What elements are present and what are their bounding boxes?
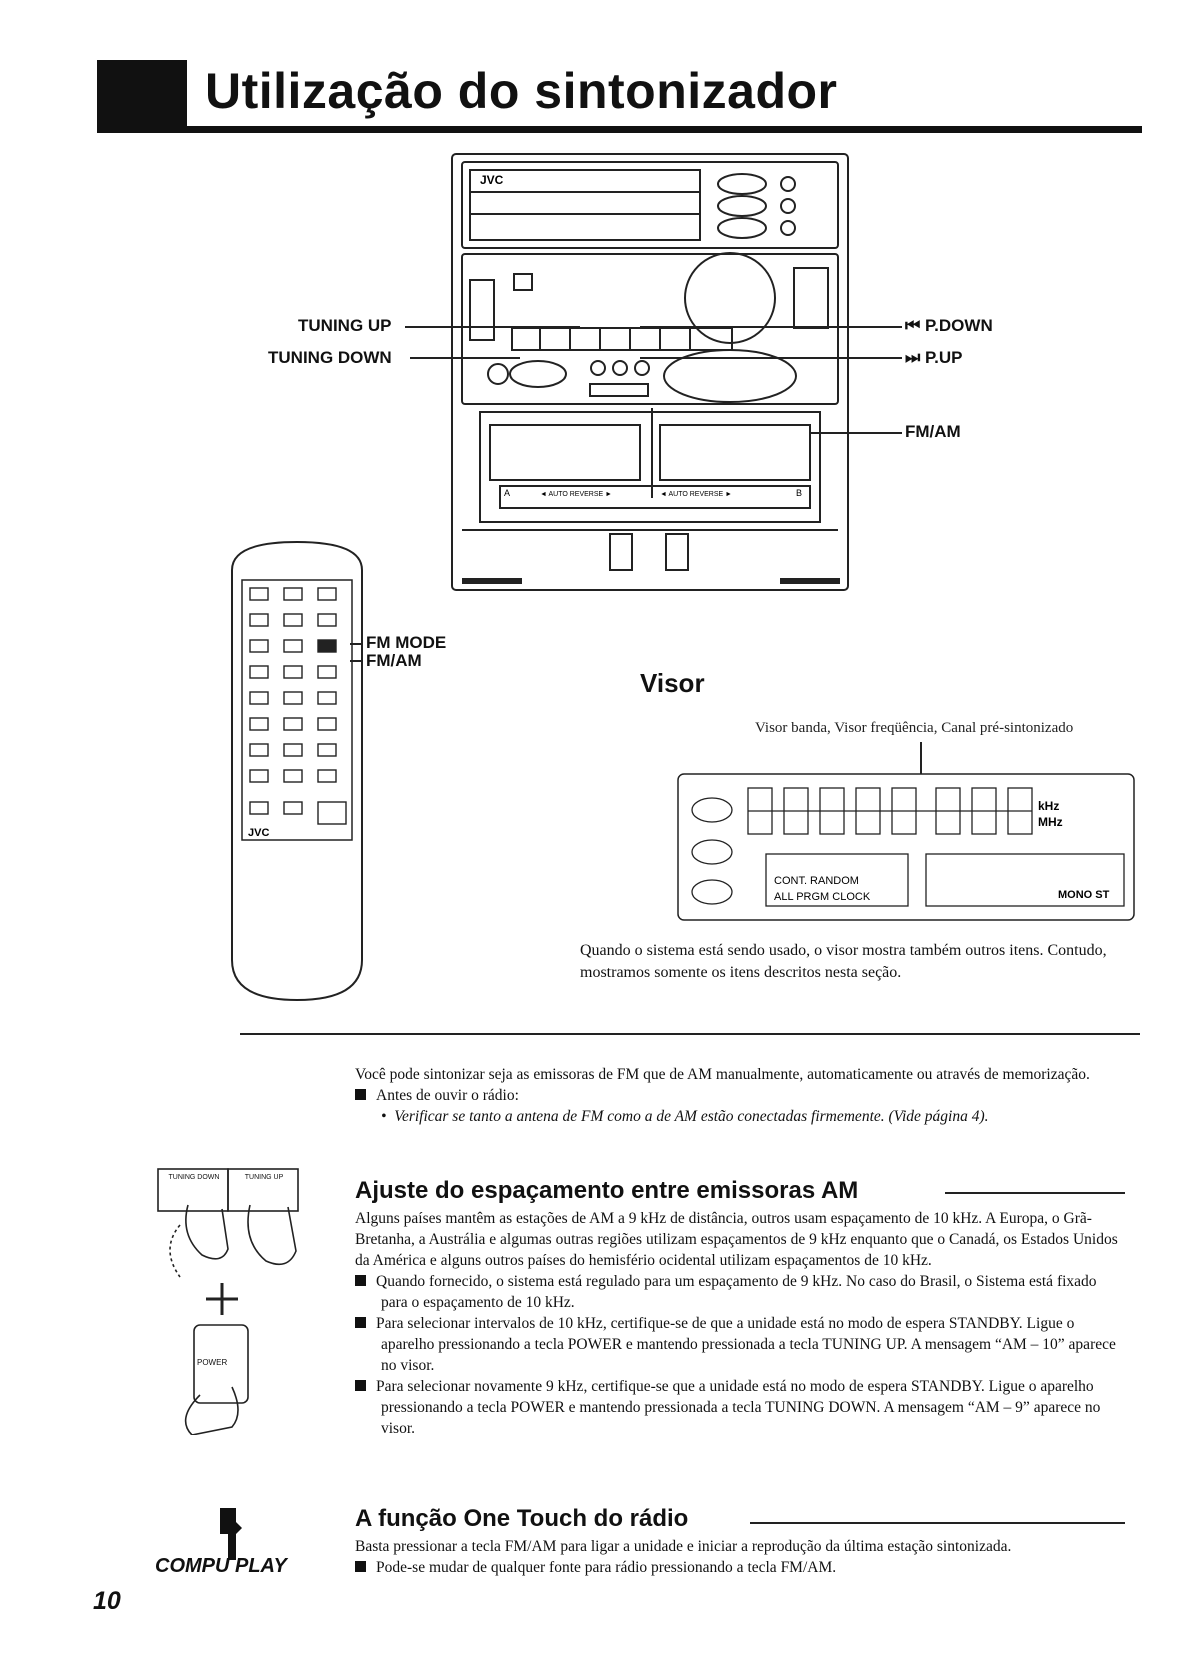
section-onetouch-body: Basta pressionar a tecla FM/AM para liga… <box>355 1536 1145 1578</box>
callout-remote-fm-am: FM/AM <box>366 651 422 670</box>
onetouch-paragraph: Basta pressionar a tecla FM/AM para liga… <box>355 1538 1012 1555</box>
remote-control-illustration: JVC <box>231 540 363 1002</box>
title-rule <box>97 126 1142 133</box>
am-item-3: Para selecionar novamente 9 kHz, certifi… <box>355 1376 1125 1439</box>
compu-play-logo: COMPU PLAY <box>155 1555 287 1577</box>
before-label: Antes de ouvir o rádio: <box>376 1087 519 1104</box>
callout-fm-mode: FM MODE <box>366 633 447 652</box>
lead-remote-fm-am <box>350 660 362 662</box>
lead-p-up <box>640 357 902 359</box>
visor-display-illustration: kHz MHz CONT. RANDOM ALL PRGM CLOCK MONO… <box>677 773 1135 921</box>
indicator-mono-st: MONO ST <box>1058 889 1110 901</box>
unit-khz: kHz <box>1038 799 1059 813</box>
unit-brand-text: JVC <box>480 173 504 187</box>
remote-brand-text: JVC <box>248 827 269 839</box>
deck-b-label: B <box>796 488 802 498</box>
skip-back-icon: ⏮ <box>905 316 926 335</box>
am-item-1: Quando fornecido, o sistema está regulad… <box>355 1271 1125 1313</box>
key-press-illustration <box>157 1168 299 1435</box>
before-label-row: Antes de ouvir o rádio: <box>355 1085 1125 1106</box>
indicator-cont-random: CONT. RANDOM <box>774 875 859 887</box>
key-tuning-up-label: TUNING UP <box>244 1174 284 1181</box>
square-bullet-icon <box>355 1317 366 1328</box>
visor-caption: Visor banda, Visor freqüência, Canal pré… <box>755 720 1074 736</box>
lead-fm-am <box>810 432 902 434</box>
stereo-unit-illustration: JVC A ◄ AUTO REVERSE ► ◄ AUTO REVERSE ► … <box>451 153 849 591</box>
skip-forward-icon: ⏭ <box>905 348 926 367</box>
lead-tuning-down <box>410 357 520 359</box>
visor-pointer <box>920 742 922 774</box>
page-number: 10 <box>93 1587 121 1615</box>
section-am-heading: Ajuste do espaçamento entre emissoras AM <box>355 1177 859 1204</box>
section-am-paragraph: Alguns países mantêm as estações de AM a… <box>355 1210 1118 1269</box>
before-item-row: • Verificar se tanto a antena de FM como… <box>381 1108 989 1125</box>
key-tuning-down-label: TUNING DOWN <box>168 1174 220 1181</box>
section-onetouch-heading: A função One Touch do rádio <box>355 1505 689 1532</box>
indicator-all-prgm-clock: ALL PRGM CLOCK <box>774 891 871 903</box>
square-bullet-icon <box>355 1561 366 1572</box>
unit-mhz: MHz <box>1038 815 1063 829</box>
onetouch-item: Pode-se mudar de qualquer fonte para rád… <box>355 1557 1145 1578</box>
am-item-2: Para selecionar intervalos de 10 kHz, ce… <box>355 1313 1125 1376</box>
key-power-label: POWER <box>197 1358 228 1367</box>
before-item: Verificar se tanto a antena de FM como a… <box>394 1108 989 1125</box>
visor-note: Quando o sistema está sendo usado, o vis… <box>580 942 1107 981</box>
lead-fm-mode <box>350 643 362 645</box>
square-bullet-icon <box>355 1275 366 1286</box>
lead-tuning-up <box>405 326 580 328</box>
title-block <box>97 60 187 127</box>
deck-a-text: ◄ AUTO REVERSE ► <box>540 491 612 498</box>
page-title: Utilização do sintonizador <box>205 63 838 119</box>
square-bullet-icon <box>355 1089 366 1100</box>
callout-p-down: ⏮ P.DOWN <box>905 316 993 335</box>
lead-p-down <box>640 326 902 328</box>
callout-tuning-up: TUNING UP <box>298 316 392 335</box>
section-divider <box>240 1033 1140 1035</box>
callout-fm-am: FM/AM <box>905 422 961 441</box>
section-am-body: Alguns países mantêm as estações de AM a… <box>355 1208 1125 1439</box>
intro-block: Você pode sintonizar seja as emissoras d… <box>355 1064 1125 1127</box>
visor-heading: Visor <box>640 668 705 698</box>
deck-a-label: A <box>504 488 510 498</box>
square-bullet-icon <box>355 1380 366 1391</box>
compu-play-logo-icon <box>220 1508 242 1560</box>
section-am-rule <box>945 1192 1125 1194</box>
section-onetouch-rule <box>750 1522 1125 1524</box>
deck-b-text: ◄ AUTO REVERSE ► <box>660 491 732 498</box>
callout-p-up: ⏭ P.UP <box>905 348 963 367</box>
callout-tuning-down: TUNING DOWN <box>268 348 392 367</box>
intro-paragraph: Você pode sintonizar seja as emissoras d… <box>355 1066 1090 1083</box>
